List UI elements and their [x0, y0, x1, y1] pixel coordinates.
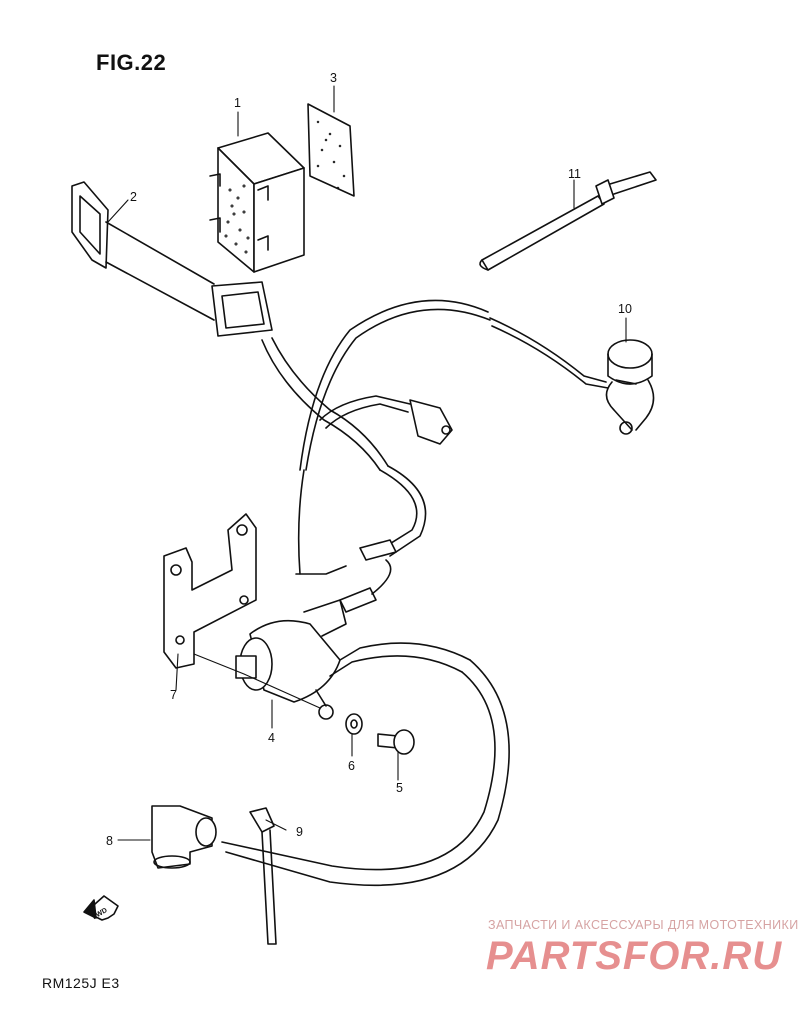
- watermark-subtitle: ЗАПЧАСТИ И АКСЕССУАРЫ ДЛЯ МОТОТЕХНИКИ: [488, 918, 799, 932]
- part-2-band: [71, 181, 273, 337]
- callout-6: 6: [348, 759, 355, 773]
- callout-7: 7: [170, 688, 177, 702]
- part-8-plug-cap: [151, 805, 217, 869]
- callout-10: 10: [618, 302, 632, 316]
- part-5-screw: [377, 729, 415, 755]
- callout-4: 4: [268, 731, 275, 745]
- fwd-arrow-icon: [83, 895, 119, 921]
- callout-8: 8: [106, 834, 113, 848]
- callout-11: 11: [568, 167, 581, 181]
- callout-2: 2: [130, 190, 137, 204]
- callout-5: 5: [396, 781, 403, 795]
- part-9-clamp: [249, 807, 277, 945]
- figure-title: FIG.22: [96, 50, 167, 75]
- part-7-bracket: [163, 513, 257, 669]
- high-tension-lead: [221, 659, 510, 887]
- part-4-ignition-coil: [235, 599, 471, 720]
- part-3-cushion: [307, 103, 355, 197]
- part-6-washer: [345, 713, 363, 735]
- callout-labels: 1 2 3 4 5 6 7 8 9 10 11 FWD: [91, 71, 632, 921]
- leader-lines: [107, 85, 627, 841]
- model-code: RM125J E3: [42, 975, 120, 991]
- callout-1: 1: [234, 96, 241, 110]
- wire-harness: [261, 299, 609, 613]
- part-11-cable-tie: [479, 171, 657, 271]
- callout-9: 9: [296, 825, 303, 839]
- callout-3: 3: [330, 71, 337, 85]
- part-10-stop-switch: [605, 339, 655, 435]
- watermark-brand: PARTSFOR.RU: [486, 934, 783, 978]
- part-1-cdi-unit: [209, 132, 305, 273]
